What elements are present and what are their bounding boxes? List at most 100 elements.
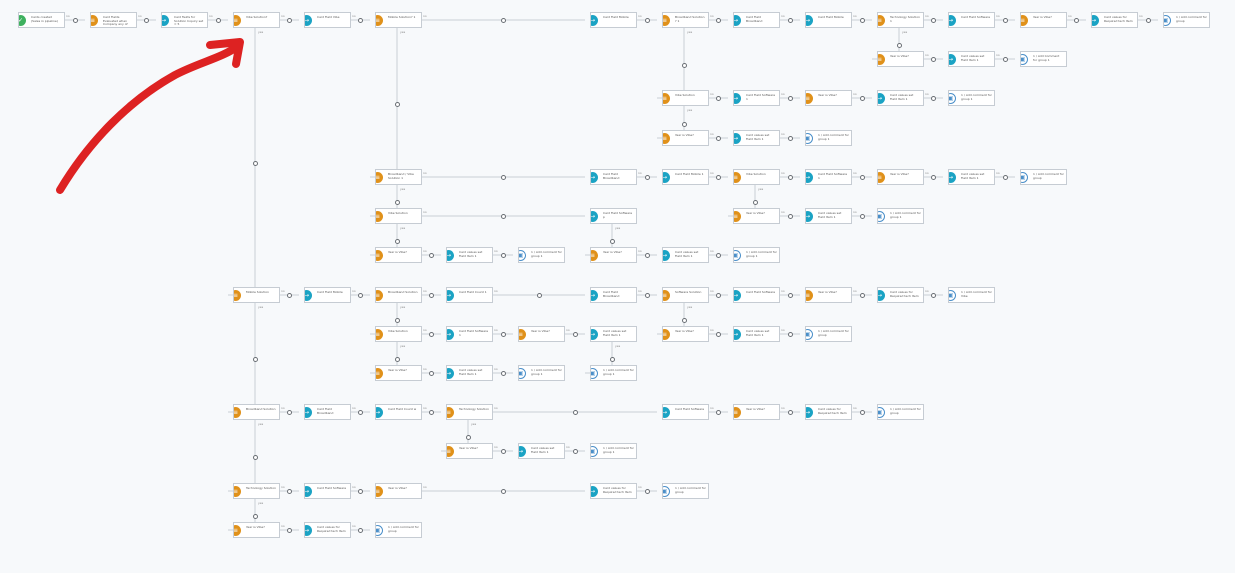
connector-handle[interactable] xyxy=(787,213,793,219)
connector-handle[interactable] xyxy=(252,357,258,362)
workflow-node-condition[interactable]: ≡Year is Vibe? xyxy=(375,365,422,381)
workflow-node-condition[interactable]: ≡Technology Solution xyxy=(446,404,493,420)
workflow-node-action[interactable]: →Card values set Field Item 1 xyxy=(590,326,637,342)
connector-handle[interactable] xyxy=(572,448,578,454)
connector-handle[interactable] xyxy=(716,409,721,415)
connector-handle[interactable] xyxy=(859,292,865,298)
connector-handle[interactable] xyxy=(787,17,793,23)
workflow-node-condition[interactable]: ≡Mobile Solution? 1 xyxy=(375,12,422,28)
connector-handle[interactable] xyxy=(394,102,400,107)
connector-handle[interactable] xyxy=(859,17,865,23)
workflow-node-condition[interactable]: ≡Year is Vibe? xyxy=(518,326,565,342)
workflow-node-action[interactable]: →Card Field Vibe xyxy=(304,12,351,28)
workflow-node-condition[interactable]: ≡Year is Vibe? xyxy=(233,522,280,538)
connector-handle[interactable] xyxy=(931,95,936,101)
workflow-node-condition[interactable]: ≡Year is Vibe? xyxy=(662,130,709,146)
workflow-node-action[interactable]: →Card Field Broadband xyxy=(590,287,637,303)
connector-handle[interactable] xyxy=(287,17,292,23)
workflow-node-condition[interactable]: ≡Year is Vibe? xyxy=(375,483,422,499)
connector-handle[interactable] xyxy=(931,56,936,62)
workflow-node-action[interactable]: →Card values for Required tech Item xyxy=(590,483,637,499)
workflow-node-reference[interactable]: ▣1 / Add comment for group 1 xyxy=(805,130,852,146)
connector-handle[interactable] xyxy=(501,213,506,219)
connector-handle[interactable] xyxy=(465,435,471,440)
connector-handle[interactable] xyxy=(429,292,434,298)
connector-handle[interactable] xyxy=(931,17,936,23)
connector-handle[interactable] xyxy=(787,292,793,298)
connector-handle[interactable] xyxy=(859,174,865,180)
connector-handle[interactable] xyxy=(500,370,506,376)
connector-handle[interactable] xyxy=(644,17,650,23)
connector-handle[interactable] xyxy=(716,174,721,180)
workflow-node-condition[interactable]: ≡Year is Vibe? xyxy=(877,169,924,185)
workflow-node-action[interactable]: →Card values set Field Item 1 xyxy=(518,443,565,459)
connector-handle[interactable] xyxy=(500,331,506,337)
workflow-node-action[interactable]: →Card Field Software xyxy=(304,483,351,499)
connector-handle[interactable] xyxy=(716,17,721,23)
connector-handle[interactable] xyxy=(500,252,506,258)
workflow-node-action[interactable]: →Card values for Required tech Item xyxy=(877,287,924,303)
workflow-node-reference[interactable]: ▣1 / Add comment for group 1 xyxy=(518,247,565,263)
workflow-node-action[interactable]: →Card Field Mobile xyxy=(304,287,351,303)
connector-handle[interactable] xyxy=(72,17,78,23)
workflow-node-action[interactable]: →Card values set Field Item 1 xyxy=(733,326,780,342)
workflow-node-reference[interactable]: ▣1 / Add comment for group xyxy=(805,326,852,342)
workflow-node-reference[interactable]: ▣1 / Add comment for group xyxy=(662,483,709,499)
connector-handle[interactable] xyxy=(501,174,506,180)
workflow-node-action[interactable]: →Card values set Field Item 1 xyxy=(805,208,852,224)
workflow-node-action[interactable]: →Card Field Software 1 xyxy=(446,326,493,342)
connector-handle[interactable] xyxy=(681,318,687,323)
connector-handle[interactable] xyxy=(429,370,434,376)
connector-handle[interactable] xyxy=(394,357,400,362)
connector-handle[interactable] xyxy=(429,409,434,415)
workflow-node-condition[interactable]: ≡Broadband Solution ? 1 xyxy=(662,12,709,28)
connector-handle[interactable] xyxy=(931,292,936,298)
workflow-node-action[interactable]: →Card Field Mobile 1 xyxy=(662,169,709,185)
connector-handle[interactable] xyxy=(787,135,793,141)
workflow-node-action[interactable]: →Card values set Field Item 1 xyxy=(948,169,995,185)
connector-handle[interactable] xyxy=(287,292,292,298)
connector-handle[interactable] xyxy=(1002,174,1008,180)
connector-handle[interactable] xyxy=(787,174,793,180)
workflow-node-action[interactable]: →Card values for Required tech Item xyxy=(1091,12,1138,28)
connector-handle[interactable] xyxy=(644,174,650,180)
workflow-node-condition[interactable]: ≡Vibe Solution xyxy=(733,169,780,185)
workflow-node-reference[interactable]: ▣1 / Add comment for group 1 xyxy=(590,443,637,459)
connector-handle[interactable] xyxy=(859,95,865,101)
connector-handle[interactable] xyxy=(501,17,506,23)
workflow-node-condition[interactable]: ≡Software Solution xyxy=(662,287,709,303)
connector-handle[interactable] xyxy=(572,331,578,337)
workflow-node-action[interactable]: →Card values set Field Item 1 xyxy=(662,247,709,263)
connector-handle[interactable] xyxy=(787,409,793,415)
connector-handle[interactable] xyxy=(429,331,434,337)
connector-handle[interactable] xyxy=(716,331,721,337)
connector-handle[interactable] xyxy=(144,17,149,23)
connector-handle[interactable] xyxy=(252,161,258,166)
connector-handle[interactable] xyxy=(287,527,292,533)
workflow-node-start[interactable]: ✓Cards created (Sales in pipeline) xyxy=(18,12,65,28)
connector-handle[interactable] xyxy=(394,200,400,205)
workflow-node-reference[interactable]: ▣1 / Add comment for group xyxy=(375,522,422,538)
connector-handle[interactable] xyxy=(1002,56,1008,62)
workflow-node-action[interactable]: →Card values set Field Item 1 xyxy=(446,365,493,381)
workflow-node-action[interactable]: →Card Field Software 1 xyxy=(733,90,780,106)
workflow-node-action[interactable]: →Card Field Count 1 xyxy=(446,287,493,303)
connector-handle[interactable] xyxy=(859,213,865,219)
workflow-node-condition[interactable]: ≡Year is Vibe? xyxy=(1020,12,1067,28)
workflow-node-condition[interactable]: ≡Mobile Solution xyxy=(233,287,280,303)
connector-handle[interactable] xyxy=(358,17,363,23)
workflow-node-reference[interactable]: ▣1 / Add comment for group xyxy=(877,404,924,420)
connector-handle[interactable] xyxy=(609,357,615,362)
workflow-node-condition[interactable]: ≡Year is Vibe? xyxy=(877,51,924,67)
workflow-node-reference[interactable]: ▣1 / Add comment for group xyxy=(1163,12,1210,28)
workflow-node-action[interactable]: →Card fields for Solution Inquiry set = … xyxy=(161,12,208,28)
connector-handle[interactable] xyxy=(752,200,758,205)
connector-handle[interactable] xyxy=(931,174,936,180)
connector-handle[interactable] xyxy=(358,292,363,298)
workflow-node-reference[interactable]: ▣1 / Add comment for group 1 xyxy=(590,365,637,381)
workflow-node-action[interactable]: →Card Field Software xyxy=(948,12,995,28)
workflow-node-condition[interactable]: ≡Year is Vibe? xyxy=(733,208,780,224)
connector-handle[interactable] xyxy=(644,292,650,298)
connector-handle[interactable] xyxy=(252,514,258,519)
